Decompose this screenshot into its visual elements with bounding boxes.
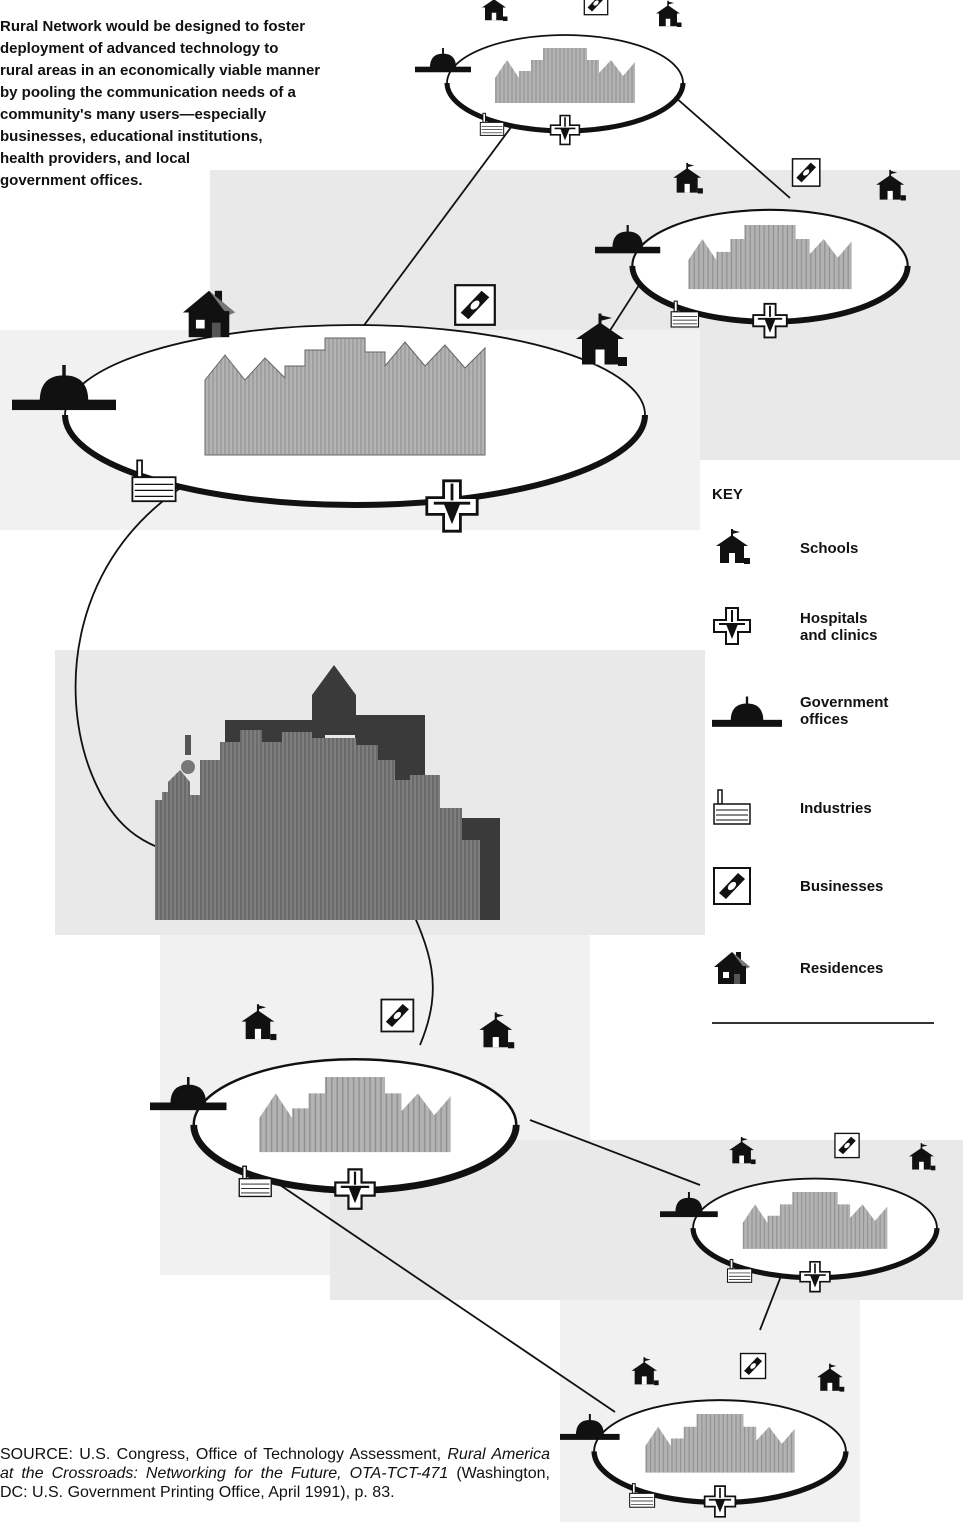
hub-lower-left bbox=[150, 1000, 516, 1209]
industry-icon bbox=[712, 788, 752, 828]
legend: KEY Schools Hospitals and clinics Govern… bbox=[700, 470, 940, 1030]
legend-item-government: Government offices bbox=[712, 690, 942, 746]
legend-label: Residences bbox=[800, 960, 884, 977]
legend-label: Hospitals and clinics bbox=[800, 610, 878, 644]
legend-label: Schools bbox=[800, 540, 859, 557]
school-icon bbox=[712, 528, 752, 568]
diagram-description: Rural Network would be designed to foste… bbox=[0, 18, 321, 189]
legend-item-industries: Industries bbox=[712, 788, 942, 844]
legend-title: KEY bbox=[712, 486, 743, 503]
hub-top bbox=[415, 0, 683, 144]
legend-item-schools: Schools bbox=[712, 528, 942, 584]
legend-item-businesses: Businesses bbox=[712, 866, 942, 922]
hub-lower-right bbox=[660, 1133, 937, 1291]
source-suffix: (Washington, DC: U.S. Government Printin… bbox=[0, 1465, 550, 1501]
legend-label: Industries bbox=[800, 800, 872, 817]
legend-label: Businesses bbox=[800, 878, 884, 895]
legend-item-hospitals: Hospitals and clinics bbox=[712, 606, 942, 662]
government-icon bbox=[712, 696, 782, 732]
hub-right bbox=[595, 159, 908, 338]
hospital-icon bbox=[712, 606, 752, 646]
legend-label: Government offices bbox=[800, 694, 889, 728]
hub-bottom bbox=[560, 1354, 846, 1517]
source-citation: SOURCE: U.S. Congress, Office of Technol… bbox=[0, 1445, 550, 1502]
residence-icon bbox=[712, 948, 752, 988]
legend-item-residences: Residences bbox=[712, 948, 942, 1004]
source-prefix: SOURCE: U.S. Congress, Office of Technol… bbox=[0, 1446, 448, 1463]
hub-main bbox=[12, 284, 648, 533]
central-city bbox=[155, 665, 500, 920]
source-title: Rural America at the Crossroads: Network… bbox=[0, 1446, 550, 1482]
business-icon bbox=[712, 866, 752, 906]
legend-divider bbox=[712, 1022, 934, 1024]
